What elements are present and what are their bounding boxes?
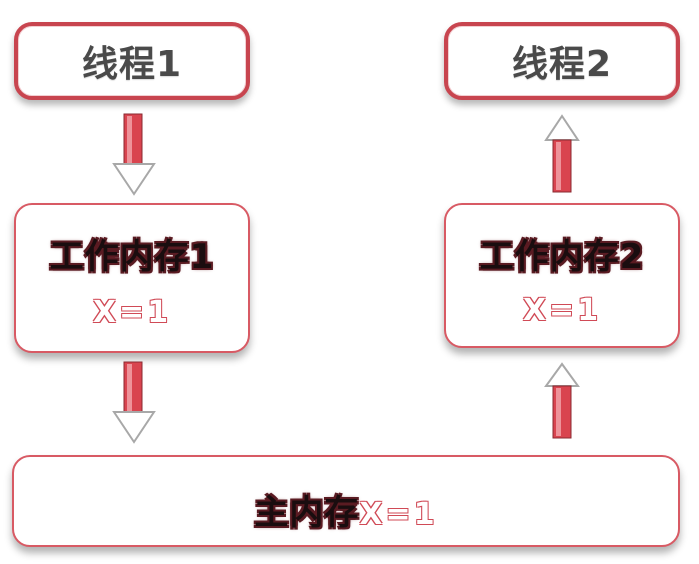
thread1-label: 线程1 <box>81 44 183 85</box>
work-memory2-value: X=1 <box>522 293 602 328</box>
thread2-label: 线程2 <box>511 44 613 85</box>
main-memory-title: 主内存 <box>254 493 360 533</box>
arrow-down-workmem1-to-main <box>112 361 156 444</box>
thread1-box: 线程1 <box>14 22 250 100</box>
work-memory2-box: 工作内存2 X=1 <box>444 203 680 348</box>
work-memory1-box: 工作内存1 X=1 <box>14 203 250 353</box>
main-memory-value: X=1 <box>359 497 438 532</box>
thread2-box: 线程2 <box>444 22 680 100</box>
main-memory-box: 主内存X=1 <box>12 455 680 547</box>
main-memory-label: 主内存X=1 <box>14 485 678 534</box>
work-memory2-title: 工作内存2 <box>479 237 645 277</box>
arrow-up-workmem2-to-thread2 <box>544 114 580 193</box>
arrow-up-main-to-workmem2 <box>544 362 580 439</box>
arrow-down-thread1-to-workmem1 <box>112 113 156 196</box>
work-memory1-title: 工作内存1 <box>49 237 215 277</box>
work-memory1-value: X=1 <box>92 295 172 330</box>
